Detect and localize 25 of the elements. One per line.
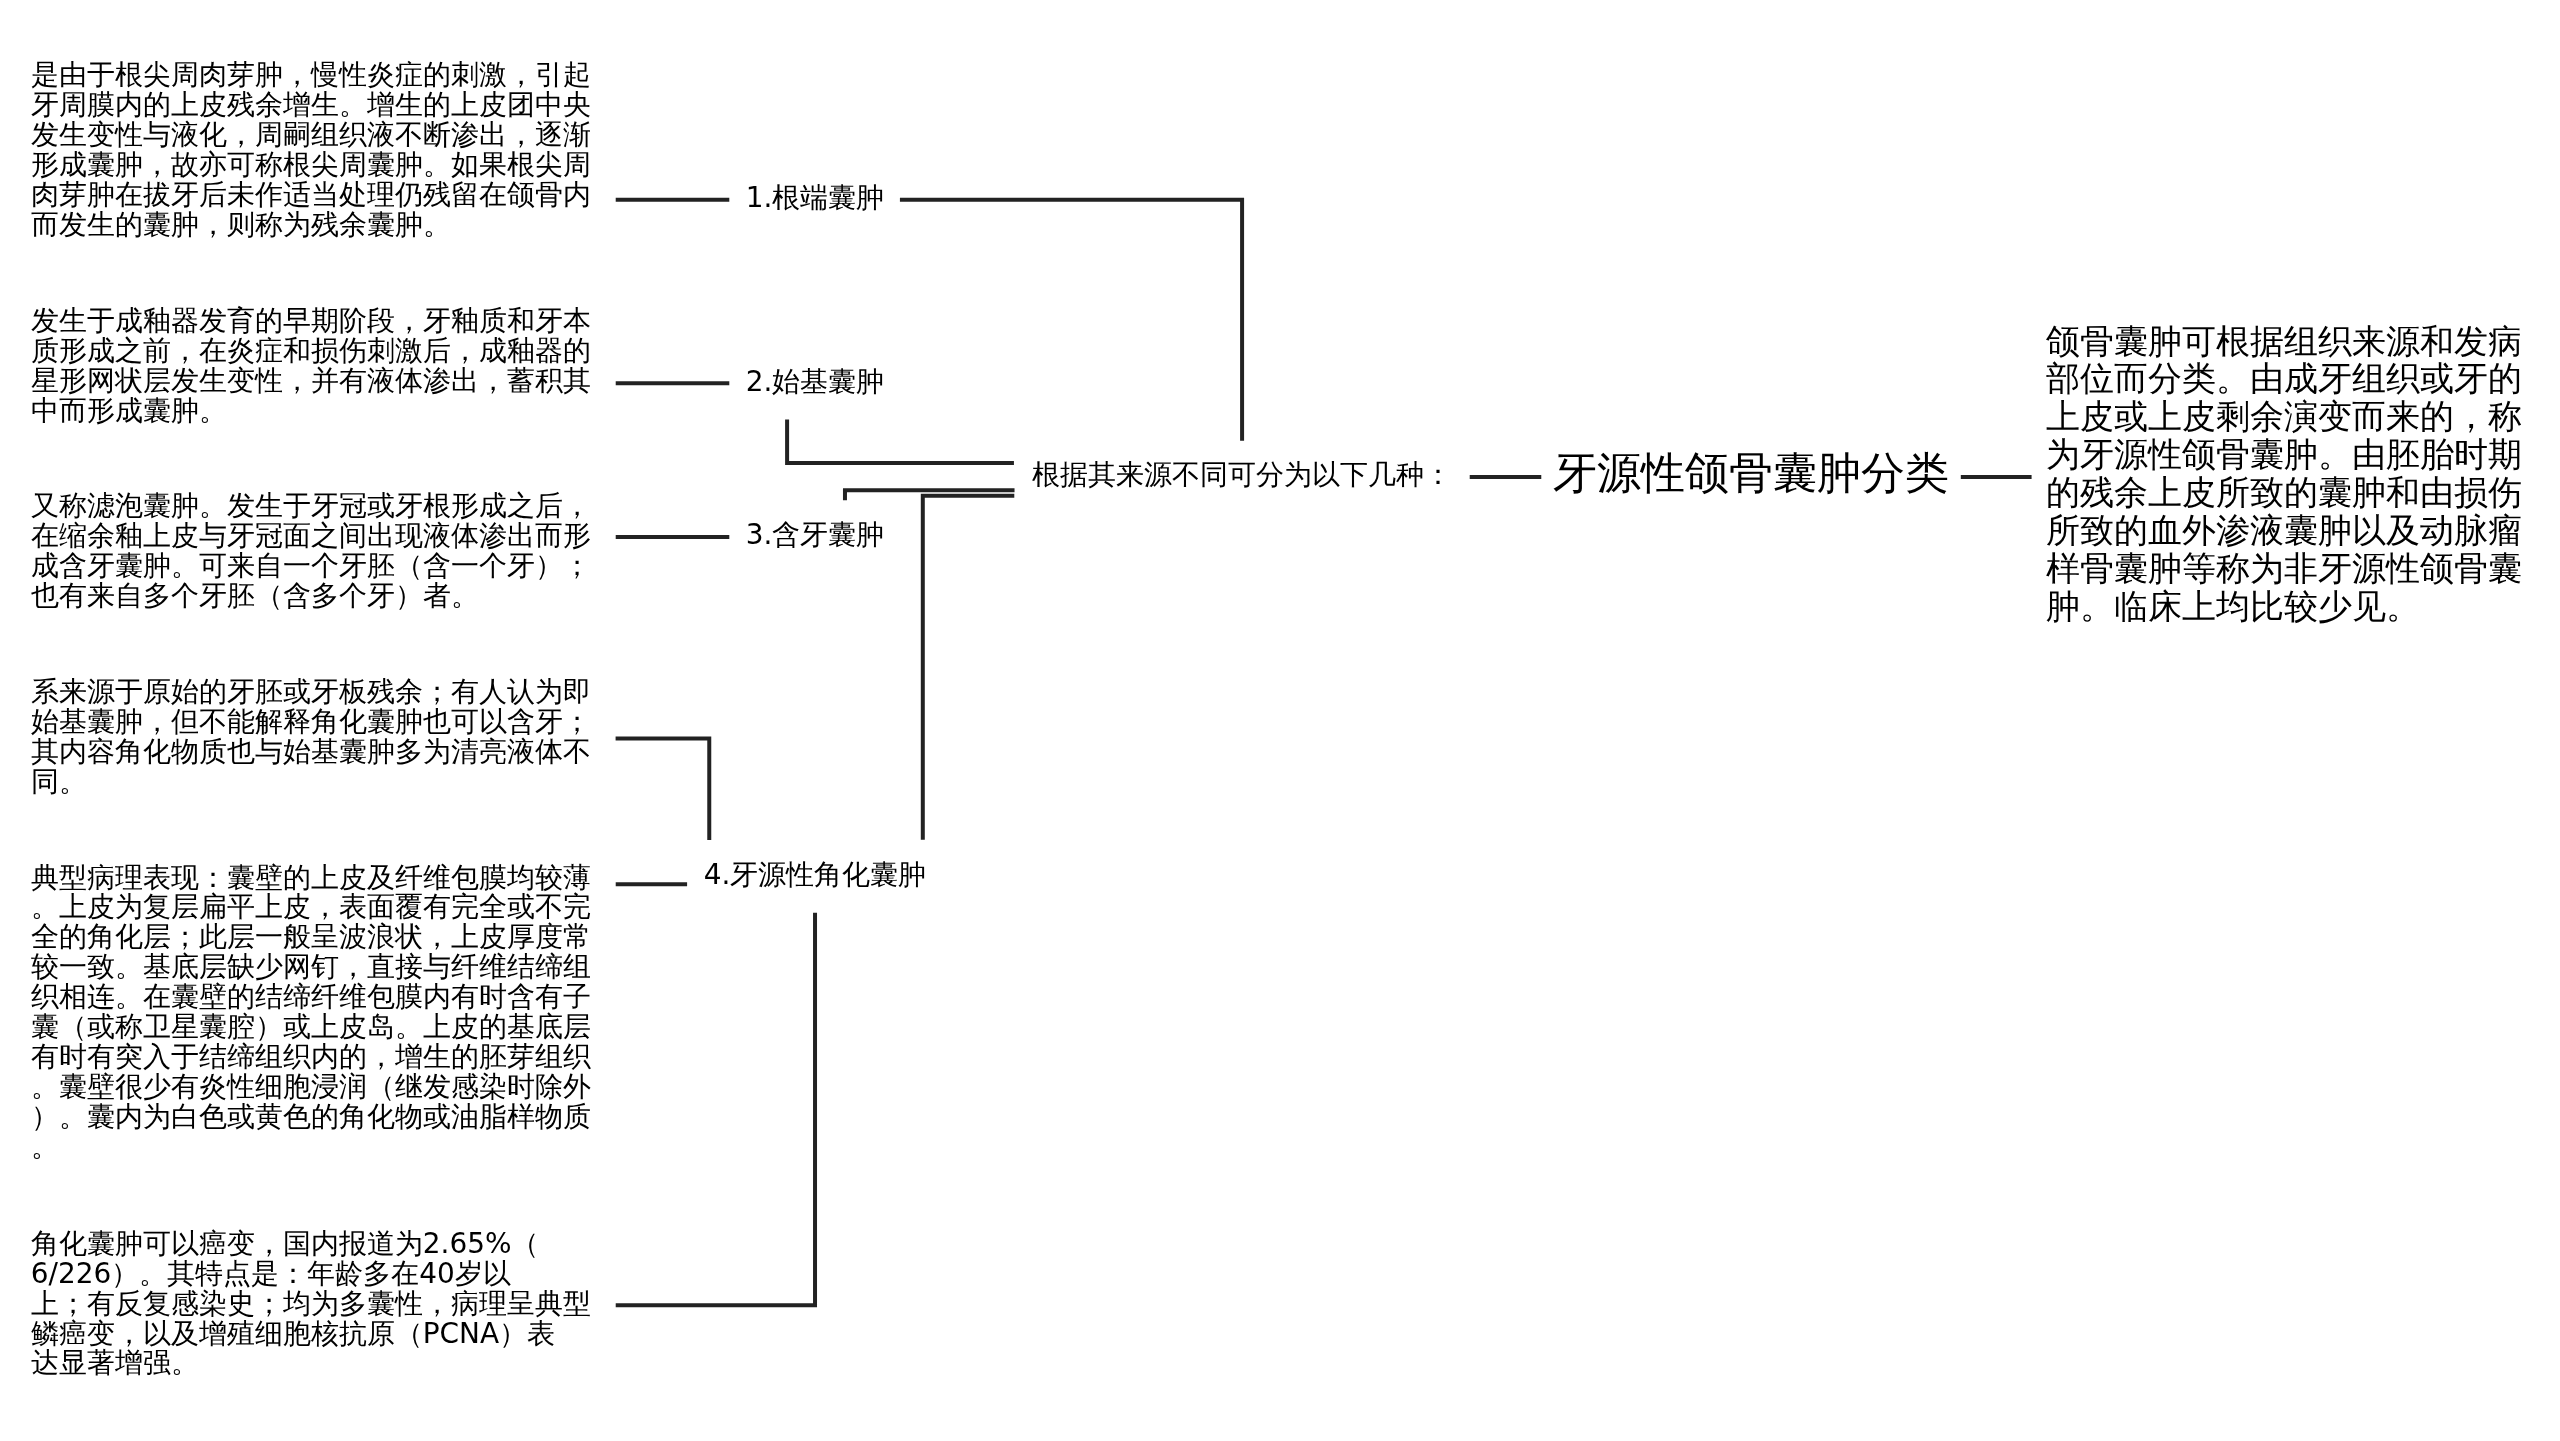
node-text: 2.始基囊肿: [745, 364, 885, 398]
node-text: 4.牙源性角化囊肿: [703, 857, 927, 891]
node-text: 根据其来源不同可分为以下几种：: [1032, 457, 1453, 491]
node-text: 是由于根尖周肉芽肿，慢性炎症的刺激，引起牙周膜内的上皮残余增生。增生的上皮团中央发生变性与液化，周嗣组织液不断渗出，逐渐形成囊肿，故亦可称根尖周囊肿。如果根尖周肉芽肿在拔牙后未作适当处理仍残留在颌骨内而发生的囊肿，则称为残余囊肿。: [30, 57, 591, 241]
node-text: 牙源性颌骨囊肿分类: [1552, 446, 1949, 498]
connector: [785, 418, 1014, 465]
node-text: 典型病理表现：囊壁的上皮及纤维包膜均较薄。上皮为复层扁平上皮，表面覆有完全或不完全的角化层；此层一般呈波浪状，上皮厚度常较一致。基底层缺少网钉，直接与纤维结缔组织相连。在囊壁的结缔纤维包膜内有时含有子囊（或称卫星囊腔）或上皮岛。上皮的基底层有时有突入于结缔组织内的，增生的胚芽组织。囊壁很少有炎性细胞浸润（继发感染时除外）。囊内为白色或黄色的角化物或油脂样物质。: [30, 860, 591, 1163]
node-text: 颌骨囊肿可根据组织来源和发病部位而分类。由成牙组织或牙的上皮或上皮剩余演变而来的，称为牙源性颌骨囊肿。由胚胎时期的残余上皮所致的囊肿和由损伤所致的血外渗液囊肿以及动脉瘤样骨囊肿等称为非牙源性颌骨囊肿。临床上均比较少见。: [2046, 321, 2523, 626]
node-text: 1.根端囊肿: [745, 180, 885, 214]
connector: [1960, 474, 2032, 479]
connector: [615, 735, 712, 840]
connector: [615, 197, 730, 202]
connector: [615, 912, 818, 1307]
connector: [920, 493, 1015, 840]
connector: [899, 197, 1245, 441]
connector: [615, 881, 688, 886]
node-text: 又称滤泡囊肿。发生于牙冠或牙根形成之后，在缩余釉上皮与牙冠面之间出现液体渗出而形成含牙囊肿。可来自一个牙胚（含一个牙）；也有来自多个牙胚（含多个牙）者。: [30, 488, 591, 612]
connector: [1469, 474, 1542, 479]
node-text: 系来源于原始的牙胚或牙板残余；有人认为即始基囊肿，但不能解释角化囊肿也可以含牙；其内容角化物质也与始基囊肿多为清亮液体不同。: [30, 674, 591, 798]
node-text: 发生于成釉器发育的早期阶段，牙釉质和牙本质形成之前，在炎症和损伤刺激后，成釉器的星形网状层发生变性，并有液体渗出，蓄积其中而形成囊肿。: [30, 303, 591, 427]
node-text: 3.含牙囊肿: [745, 517, 885, 551]
connector: [615, 534, 730, 539]
connector: [615, 380, 730, 385]
connector: [842, 487, 1015, 500]
node-text: 角化囊肿可以癌变，国内报道为2.65%（6/226）。其特点是：年龄多在40岁以上；有反复感染史；均为多囊性，病理呈典型鳞癌变，以及增殖细胞核抗原（PCNA）表达显著增强。: [30, 1226, 591, 1379]
